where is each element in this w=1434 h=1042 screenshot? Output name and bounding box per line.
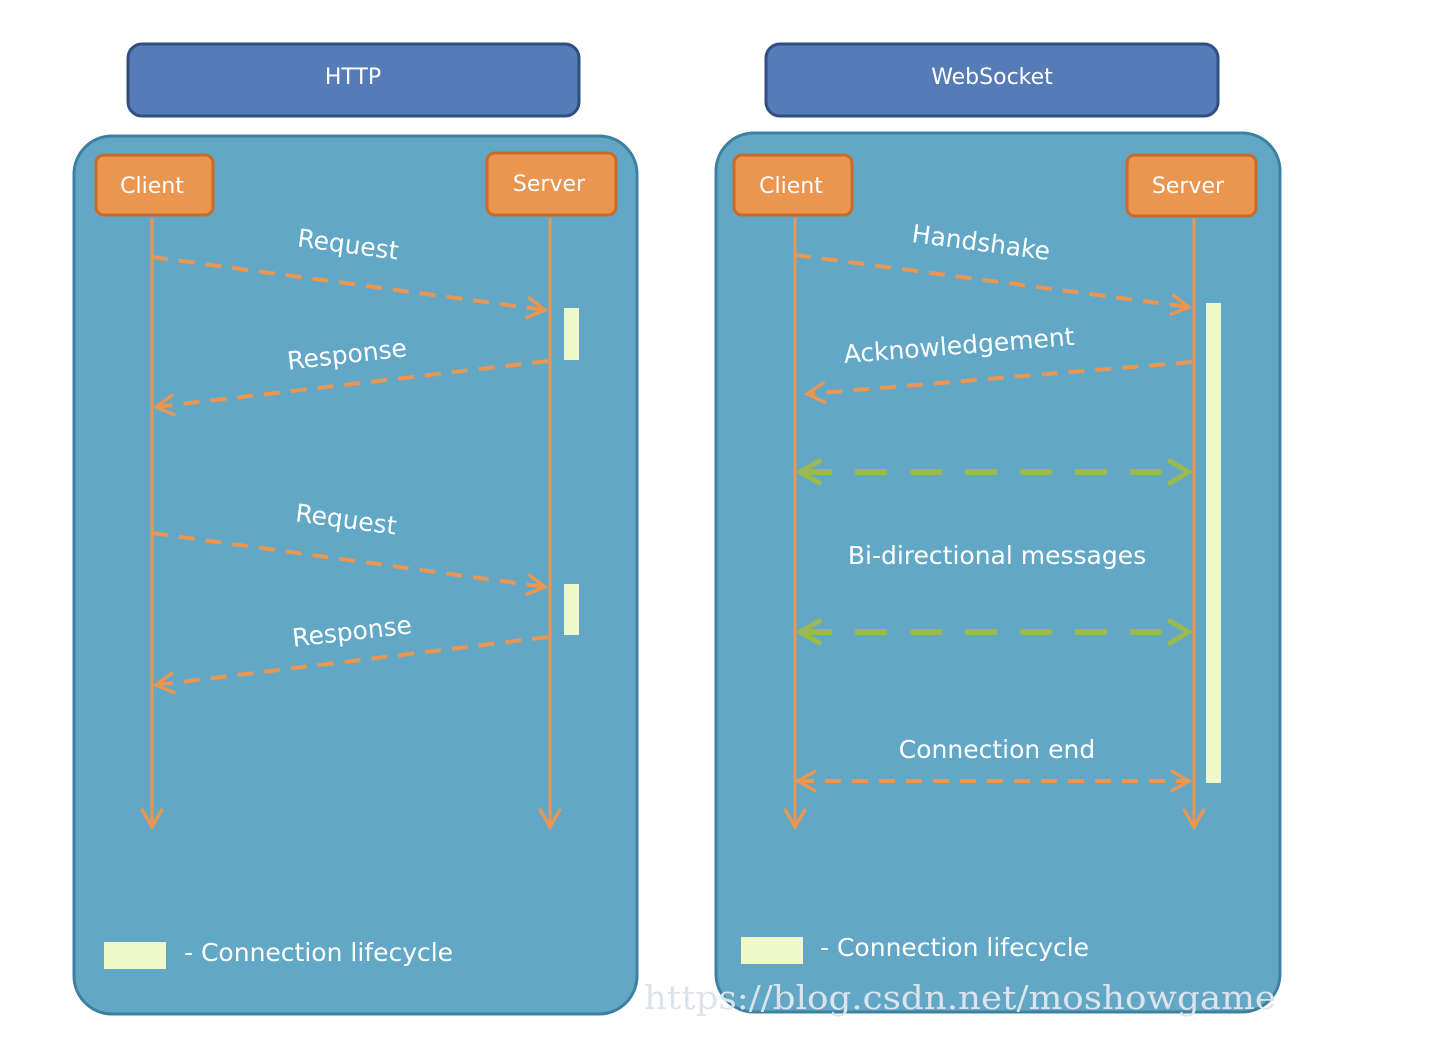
http-legend-label: - Connection lifecycle [184,938,453,967]
http-client-label: Client [120,174,184,199]
websocket-connection-end-label: Connection end [899,735,1096,764]
websocket-lifecycle-bar [1206,303,1221,783]
http-response-arrow-1 [152,359,549,417]
websocket-diagram: WebSocket Client Server Handshake Acknow… [714,42,1282,1014]
websocket-client-box [732,153,854,217]
http-client-box [94,153,215,217]
http-diagram: HTTP Client Server Request Response Requ… [72,42,639,1016]
websocket-server-box [1125,153,1258,218]
websocket-bidirectional-label: Bi-directional messages [848,541,1146,570]
websocket-title: WebSocket [931,65,1053,90]
websocket-legend-label: - Connection lifecycle [820,933,1089,962]
websocket-server-label: Server [1152,174,1225,199]
websocket-handshake-arrow [794,253,1193,317]
http-title: HTTP [325,65,381,90]
http-lifecycle-bar-1 [564,308,579,360]
http-response-arrow-2 [152,635,549,695]
http-header [126,42,581,118]
http-request-arrow-2 [151,531,549,597]
websocket-header [764,42,1220,118]
http-lifecycle-bar-2 [564,584,579,635]
websocket-legend-swatch [741,937,803,964]
watermark: https://blog.csdn.net/moshowgame [644,978,1276,1017]
http-server-box [485,151,618,217]
http-request-arrow-1 [151,255,549,320]
websocket-client-label: Client [759,174,823,199]
http-panel [72,134,639,1016]
http-server-label: Server [513,172,586,197]
websocket-acknowledgement-arrow [803,360,1193,405]
http-legend-swatch [104,942,166,969]
